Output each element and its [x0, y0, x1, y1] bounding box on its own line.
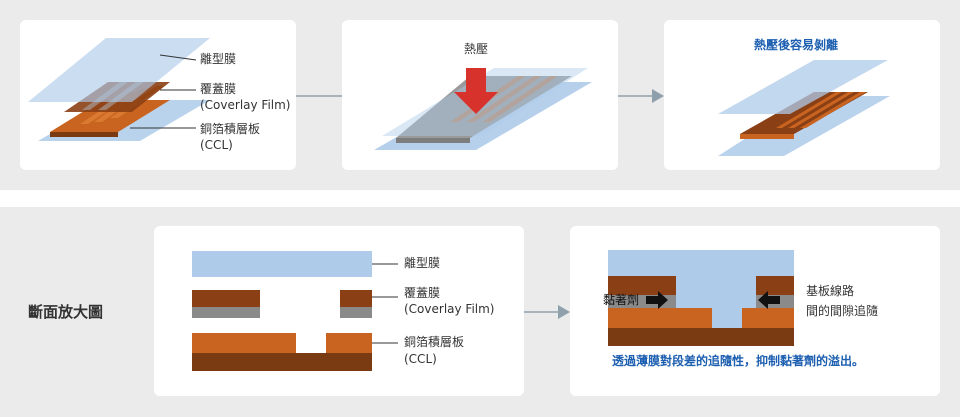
coverlay-label-cn: 覆蓋膜	[200, 82, 237, 96]
copper-trace-right	[742, 308, 794, 328]
coverlay-label-en: (Coverlay Film)	[404, 302, 495, 316]
cross-section-result-illustration	[608, 250, 794, 346]
ccl-label-en: (CCL)	[404, 352, 437, 366]
copper-trace-left	[192, 333, 296, 353]
easy-release-illustration	[718, 60, 890, 156]
section-divider	[0, 190, 960, 207]
ccl-substrate-layer	[192, 353, 372, 371]
ccl-label-cn: 銅箔積層板	[200, 122, 261, 136]
gap-following-line2: 間的間隙追隨	[806, 304, 879, 318]
ccl-substrate-layer	[608, 328, 794, 346]
press-arrow-icon	[454, 68, 498, 114]
top-release-film	[28, 38, 210, 102]
cross-section-title: 斷面放大圖	[28, 303, 104, 321]
adhesive-right	[340, 307, 372, 318]
coverlay-label-en: (Coverlay Film)	[200, 98, 291, 112]
panel-easy-release: 熱壓後容易剝離	[664, 20, 940, 170]
panel-layers: 離型膜 覆蓋膜 (Coverlay Film) 銅箔積層板 (CCL)	[20, 20, 296, 170]
gap-arrow-icon	[758, 291, 780, 309]
panel-cross-section-layers: 離型膜 覆蓋膜 (Coverlay Film) 銅箔積層板 (CCL)	[154, 226, 524, 396]
bonded-trace	[776, 92, 842, 128]
release-film-label: 離型膜	[404, 256, 441, 270]
coverlay-label-cn: 覆蓋膜	[404, 286, 441, 300]
release-film-layer	[192, 251, 372, 277]
copper-trace-left	[608, 308, 712, 328]
leader-line	[159, 54, 197, 61]
coverlay-right	[756, 276, 794, 295]
gap-following-line1: 基板線路	[806, 284, 855, 298]
separated-release-film-top	[718, 60, 888, 114]
pressed-trace	[482, 76, 558, 122]
layer-stack-illustration	[28, 38, 210, 141]
pressed-stack-front	[396, 138, 470, 143]
adhesive-left	[192, 307, 260, 318]
release-film-label: 離型膜	[200, 52, 237, 66]
easy-release-title: 熱壓後容易剝離	[754, 38, 839, 52]
adhesive-label: 黏著劑	[603, 293, 640, 307]
bonded-board-front	[740, 134, 794, 139]
panel-cross-section-result: 黏著劑 基板線路 間的間隙追隨 透過薄膜對段差的追隨性，抑制黏著劑的溢出。	[570, 226, 940, 396]
coverlay-right	[340, 290, 372, 307]
bonded-trace	[788, 92, 854, 128]
top-connectors	[296, 89, 664, 103]
hot-press-illustration	[374, 68, 592, 150]
pressed-trace	[466, 76, 542, 122]
ccl-label-cn: 銅箔積層板	[404, 335, 465, 349]
coverlay-left	[192, 290, 260, 307]
bonded-trace	[800, 92, 866, 128]
connector-arrowhead	[558, 305, 570, 319]
panel-hot-press: 熱壓	[342, 20, 618, 170]
ccl-substrate-front	[50, 132, 118, 137]
adhesive-arrow-icon	[646, 291, 668, 309]
coverlay-left	[608, 276, 676, 295]
result-caption: 透過薄膜對段差的追隨性，抑制黏著劑的溢出。	[612, 354, 865, 368]
cross-section-layers-illustration	[192, 251, 398, 371]
copper-trace-right	[326, 333, 372, 353]
ccl-label-en: (CCL)	[200, 138, 233, 152]
connector-arrowhead	[652, 89, 664, 103]
hot-press-title: 熱壓	[464, 42, 489, 56]
